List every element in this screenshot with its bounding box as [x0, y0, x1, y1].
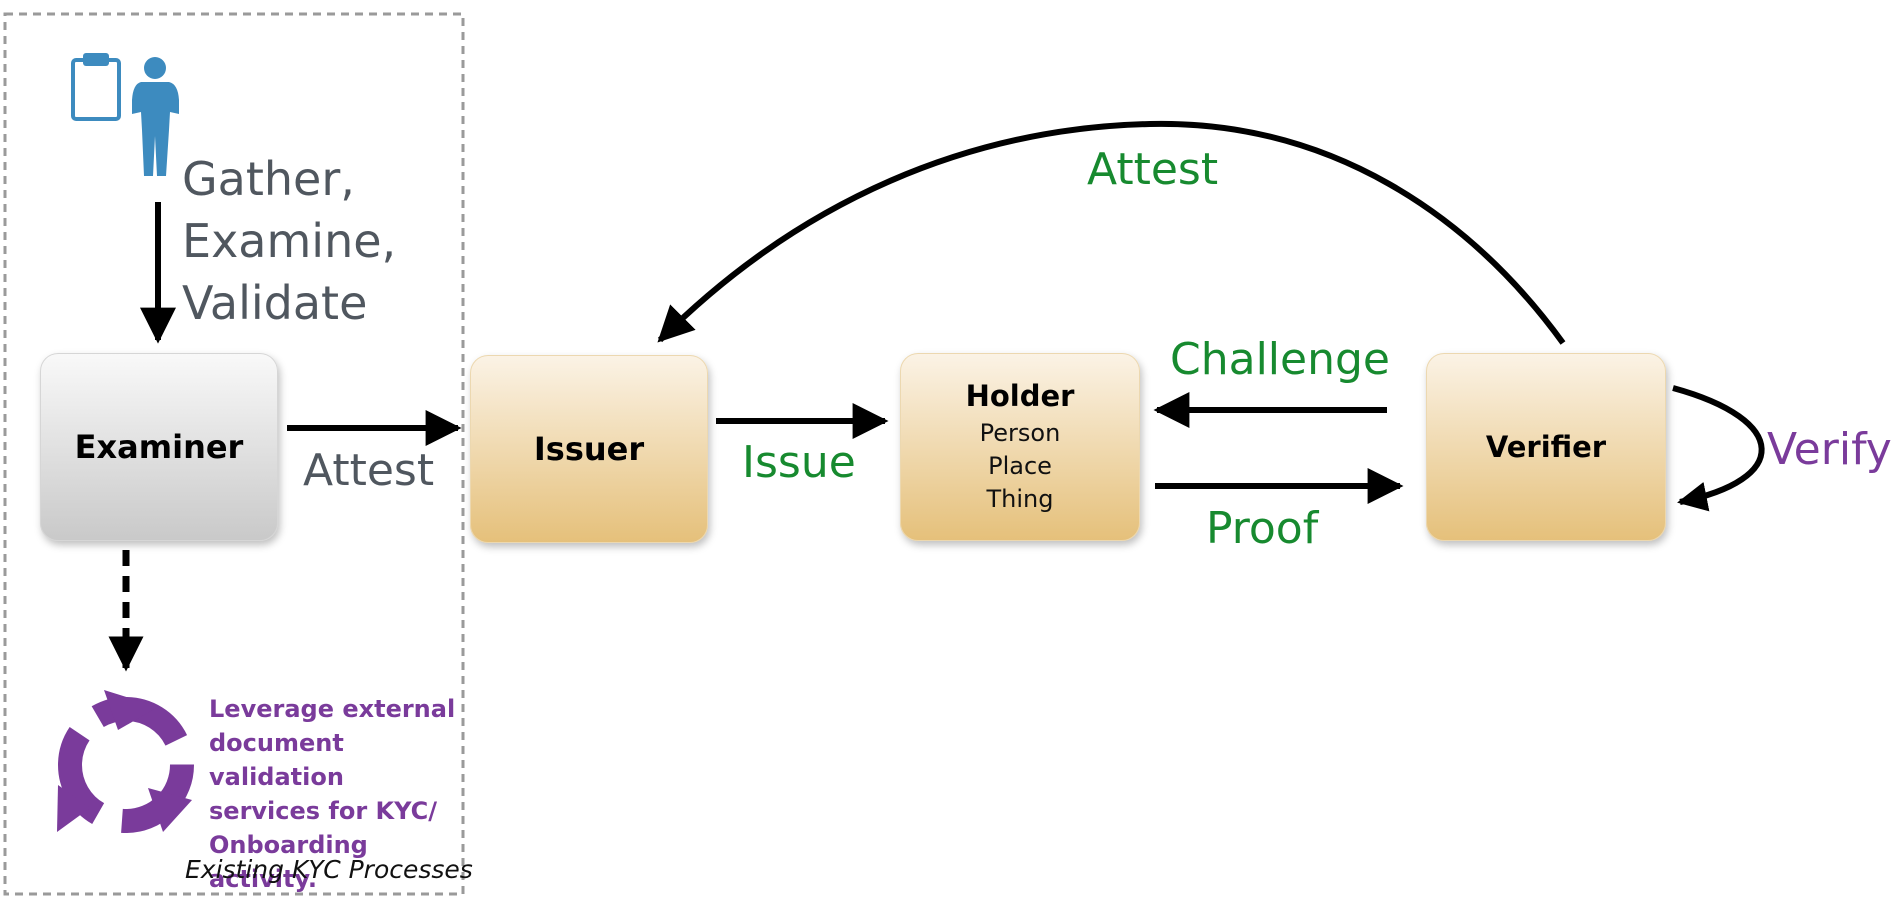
- verifier-label: Verifier: [1485, 430, 1607, 464]
- examiner-attest-label: Attest: [303, 445, 435, 496]
- examiner-label: Examiner: [74, 428, 244, 466]
- verify-label: Verify: [1767, 424, 1892, 475]
- validation-note: Leverage external document validation se…: [209, 695, 456, 893]
- issuer-label: Issuer: [533, 430, 645, 468]
- verifier-to-issuer-arc: [657, 120, 1566, 345]
- kyc-region-caption: Existing KYC Processes: [185, 855, 473, 884]
- refresh-cycle-icon: [57, 690, 194, 833]
- holder-item-thing: Thing: [986, 484, 1054, 513]
- verifier-node: Verifier: [1426, 353, 1666, 541]
- holder-item-person: Person: [979, 418, 1061, 447]
- step-validate: Validate: [182, 276, 368, 330]
- holder-item-place: Place: [988, 451, 1052, 480]
- kyc-region-border: [3, 12, 465, 896]
- step-gather: Gather,: [182, 152, 355, 206]
- challenge-label: Challenge: [1170, 334, 1390, 385]
- issue-label: Issue: [742, 437, 856, 488]
- step-examine: Examine,: [182, 214, 397, 268]
- issuer-node: Issuer: [470, 355, 708, 543]
- clipboard-icon: [71, 53, 121, 121]
- person-icon: [132, 57, 179, 176]
- verify-loop: [1672, 385, 1765, 512]
- examiner-node: Examiner: [40, 353, 278, 541]
- gather-steps: Gather, Examine, Validate: [182, 148, 396, 334]
- holder-node: Holder Person Place Thing: [900, 353, 1140, 541]
- holder-label: Holder: [965, 378, 1075, 413]
- proof-label: Proof: [1206, 503, 1319, 554]
- verifier-attest-label: Attest: [1087, 144, 1219, 195]
